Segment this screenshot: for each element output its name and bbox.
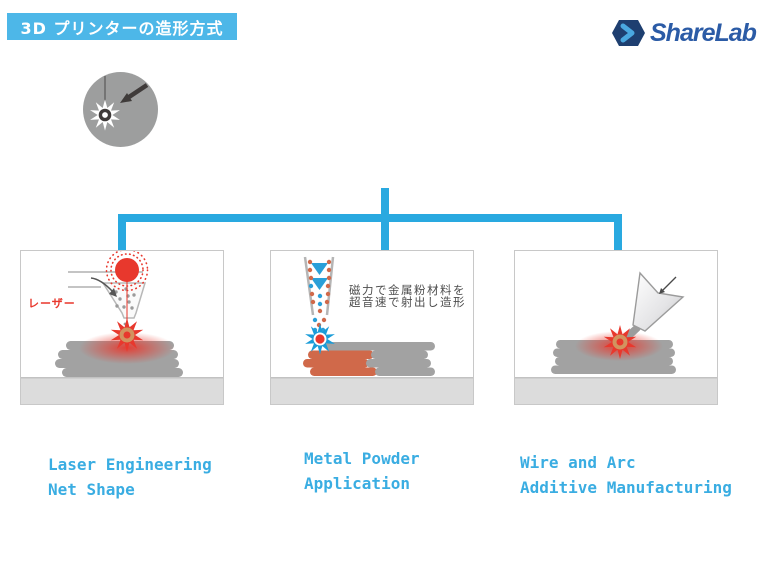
- connector-horizontal-bar: [118, 214, 622, 222]
- mpa-note-line1: 磁力で金属粉材料を: [349, 283, 466, 297]
- sharelab-logo: ShareLab: [610, 16, 757, 50]
- laser-label: レーザー: [28, 297, 76, 310]
- panel-laser-engineering-net-shape: レーザー: [20, 250, 224, 405]
- directed-energy-deposition-icon: [83, 72, 158, 147]
- sharelab-logo-icon: [612, 19, 645, 46]
- page-title-banner: 3D プリンターの造形方式: [7, 13, 237, 40]
- connector-right-drop: [614, 222, 622, 252]
- connector-left-drop: [118, 222, 126, 252]
- hero-icon-wrap: [83, 72, 158, 147]
- arrow-head-icon: [120, 93, 132, 103]
- direction-arrow: [661, 276, 677, 292]
- icon-circle: [83, 72, 158, 147]
- melt-spot: [315, 334, 325, 344]
- deposited-layers: [303, 342, 435, 376]
- melt-ring: [98, 108, 112, 122]
- build-plate: [515, 377, 717, 404]
- melt-ring: [119, 327, 135, 343]
- lens-illustration: レーザー: [21, 251, 223, 404]
- arrow-shaft: [127, 83, 149, 99]
- laser-dotted-ring: [110, 253, 144, 287]
- welding-torch: [632, 271, 685, 332]
- sharelab-logo-text: ShareLab: [650, 18, 757, 47]
- build-plate: [271, 377, 473, 404]
- laser-source: [115, 258, 139, 282]
- feed-arrow: [90, 277, 114, 293]
- panel-wire-arc-additive-manufacturing: [514, 250, 718, 405]
- build-plate: [21, 377, 223, 404]
- mpa-illustration: 磁力で金属粉材料を 超音速で射出し造形: [271, 256, 473, 404]
- magnet-triangles: [311, 263, 328, 290]
- page-title: 3D プリンターの造形方式: [20, 18, 224, 38]
- waam-illustration: [515, 271, 717, 404]
- panel-metal-powder-application: 磁力で金属粉材料を 超音速で射出し造形: [270, 250, 474, 405]
- melt-ring: [612, 334, 628, 350]
- mpa-note-line2: 超音速で射出し造形: [349, 295, 466, 309]
- laser-dotted-ring: [105, 251, 149, 292]
